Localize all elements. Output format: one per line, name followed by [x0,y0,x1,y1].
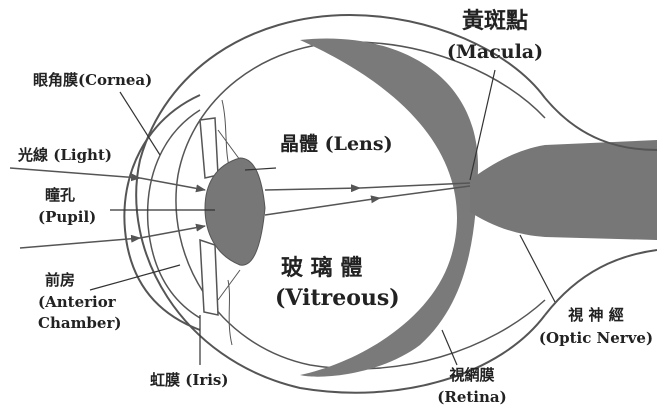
optic-nerve [470,140,657,240]
anterior-label-en1: (Anterior [38,293,117,311]
zonule-lines [217,99,241,346]
leader-lines [89,69,556,366]
sclera-outer [135,13,546,394]
iris-label: 虹膜 (Iris) [150,371,228,389]
lens-label: 晶體 (Lens) [280,133,393,155]
light-label: 光線 (Light) [17,146,112,164]
cornea-label: 眼角膜(Cornea) [33,71,152,89]
anterior-label-en2: Chamber) [38,314,121,332]
light-rays [9,167,471,249]
retina-layer [300,38,479,377]
retina-label-en: (Retina) [437,388,506,406]
pupil-label-cn: 瞳孔 [45,186,75,204]
pupil-label-en: (Pupil) [38,208,96,226]
macula-label-en: (Macula) [447,41,543,63]
ciliary-lower [199,238,219,316]
optic-sheath [544,97,657,316]
cornea-inner [146,109,201,319]
retina-label-cn: 視網膜 [448,366,494,384]
lens-shape [204,157,266,266]
macula-label-cn: 黃斑點 [462,8,528,34]
anterior-label-cn: 前房 [45,271,75,289]
vitreous-label-cn: 玻 璃 體 [281,255,362,281]
optic-nerve-label-en: (Optic Nerve) [539,329,653,347]
sclera-inner [175,41,546,370]
vitreous-label-en: (Vitreous) [275,285,400,311]
ciliary-upper [199,117,219,179]
optic-nerve-label-cn: 視 神 經 [567,306,623,324]
cornea-shape [123,94,201,331]
